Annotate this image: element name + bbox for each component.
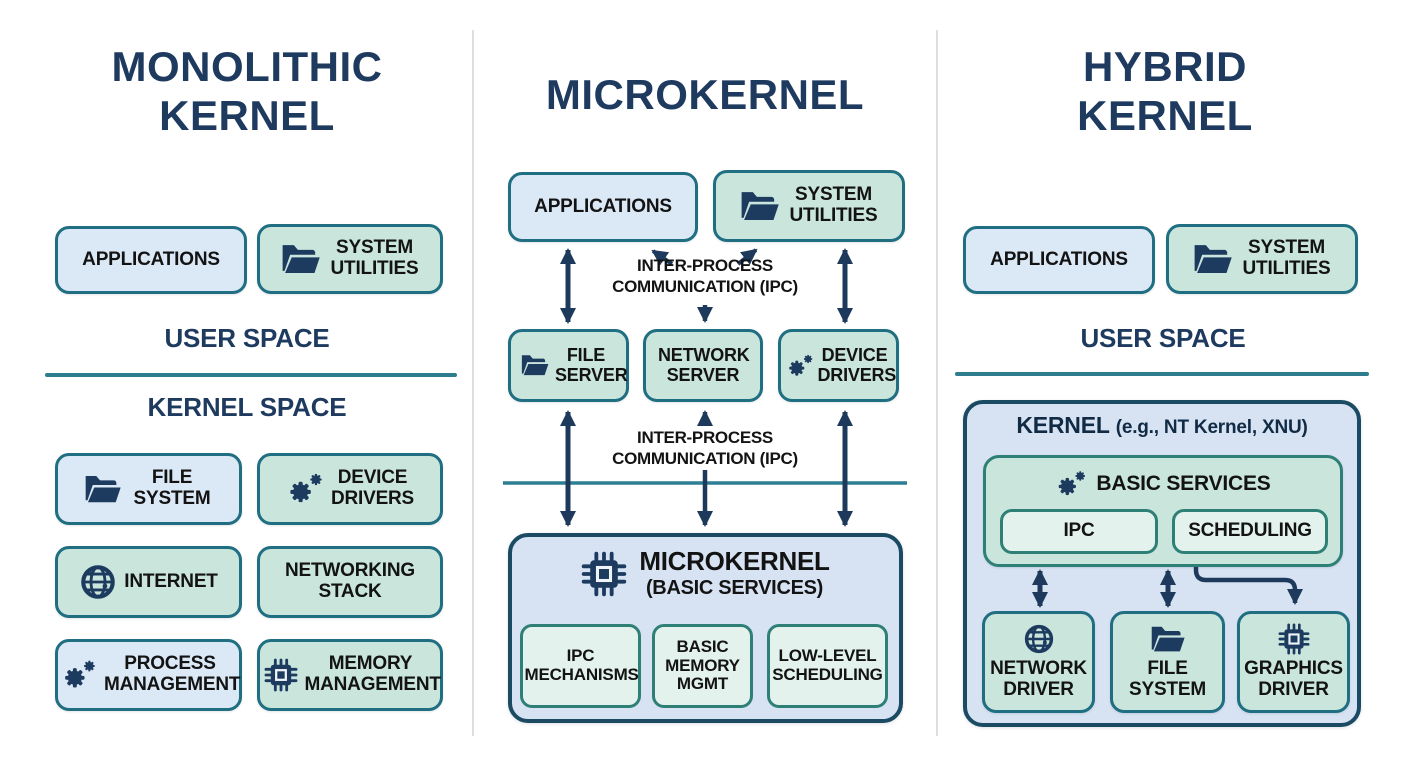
microkernel-panel-subtitle: (BASIC SERVICES) [645,576,824,599]
folder-icon [1192,242,1234,277]
chip-icon [264,658,298,692]
low-level-scheduling-label: LOW-LEVEL SCHEDULING [772,646,883,684]
folder-icon [1149,624,1187,655]
hybrid-kernel-title: KERNEL [1016,412,1110,438]
hybrid-kernel-title-note: (e.g., NT Kernel, XNU) [1115,417,1308,438]
micro-file-server-box: FILE SERVER [508,329,629,402]
column-divider-1 [472,30,474,736]
file-server-label: FILE SERVER [555,344,628,385]
microkernel-panel-title: MICROKERNEL [639,546,830,577]
folder-icon [739,189,781,224]
folder-icon [83,473,123,506]
hybrid-system-utilities-box: SYSTEM UTILITIES [1166,224,1358,294]
hybrid-ipc-label: IPC [1063,520,1095,542]
device-drivers-label: DEVICE DRIVERS [817,344,897,385]
applications-label: APPLICATIONS [534,195,672,217]
basic-memory-mgmt-label: BASIC MEMORY MGMT [665,636,740,694]
hybrid-applications-box: APPLICATIONS [963,226,1155,294]
hybrid-file-system-box: FILE SYSTEM [1110,611,1225,713]
applications-label: APPLICATIONS [82,248,220,270]
chip-icon [581,551,627,597]
device-drivers-label: DEVICE DRIVERS [330,467,415,509]
ipc-line-2: COMMUNICATION (IPC) [612,277,798,297]
ipc-line-1: INTER-PROCESS [637,256,773,275]
mono-memory-management-box: MEMORY MANAGEMENT [257,639,443,711]
graphics-driver-box: GRAPHICS DRIVER [1237,611,1350,713]
mono-file-system-box: FILE SYSTEM [55,453,242,525]
hybrid-arrows [1032,567,1303,608]
microkernel-title: MICROKERNEL [545,71,865,118]
hybrid-ipc-box: IPC [1000,509,1158,554]
network-server-label: NETWORK SERVER [658,344,750,385]
gears-icon [286,470,324,508]
folder-icon [280,242,322,277]
hybrid-kernel-heading: KERNEL(e.g., NT Kernel, XNU) [963,412,1361,439]
hybrid-scheduling-label: SCHEDULING [1188,520,1312,542]
mono-networking-stack-box: NETWORKING STACK [257,546,443,618]
mono-process-management-box: PROCESS MANAGEMENT [55,639,242,711]
globe-icon [1023,623,1055,655]
mono-system-utilities-box: SYSTEM UTILITIES [257,224,443,294]
gears-icon [61,657,97,693]
low-level-scheduling-box: LOW-LEVEL SCHEDULING [767,624,888,708]
microkernel-panel-header: MICROKERNEL (BASIC SERVICES) [508,541,903,607]
ipc-line-1: INTER-PROCESS [637,428,773,447]
basic-services-label: BASIC SERVICES [1096,472,1271,495]
micro-ipc-bottom-arrows [503,410,907,527]
process-management-label: PROCESS MANAGEMENT [104,653,241,695]
column-divider-2 [936,30,938,736]
ipc-line-2: COMMUNICATION (IPC) [612,449,798,469]
basic-memory-mgmt-box: BASIC MEMORY MGMT [652,624,753,708]
networking-stack-label: NETWORKING STACK [285,560,415,602]
micro-applications-box: APPLICATIONS [508,172,698,242]
system-utilities-label: SYSTEM UTILITIES [1242,237,1331,279]
micro-device-drivers-box: DEVICE DRIVERS [778,329,899,402]
system-utilities-label: SYSTEM UTILITIES [330,237,419,279]
hybrid-title: HYBRID KERNEL [1077,43,1253,140]
mono-space-divider [45,373,457,377]
graphics-driver-label: GRAPHICS DRIVER [1244,658,1343,700]
internet-label: INTERNET [124,570,218,592]
hybrid-scheduling-box: SCHEDULING [1172,509,1328,554]
monolithic-title: MONOLITHIC KERNEL [111,43,383,140]
gears-icon [786,352,814,380]
ipc-mechanisms-label: IPC MECHANISMS [524,646,639,684]
mono-device-drivers-box: DEVICE DRIVERS [257,453,443,525]
hybrid-user-space-label: USER SPACE [1080,323,1246,353]
hybrid-space-divider [955,372,1369,376]
micro-ipc-top-arrows [560,248,853,324]
file-system-label: FILE SYSTEM [133,467,211,509]
micro-network-server-box: NETWORK SERVER [643,329,763,402]
globe-icon [79,563,117,601]
basic-services-header: BASIC SERVICES [983,463,1343,505]
mono-internet-box: INTERNET [55,546,242,618]
micro-ipc-label-top: INTER-PROCESS COMMUNICATION (IPC) [580,255,830,298]
system-utilities-label: SYSTEM UTILITIES [789,184,878,226]
ipc-mechanisms-box: IPC MECHANISMS [520,624,641,708]
micro-ipc-label-bottom: INTER-PROCESS COMMUNICATION (IPC) [580,427,830,470]
memory-management-label: MEMORY MANAGEMENT [304,653,441,695]
micro-system-utilities-box: SYSTEM UTILITIES [713,170,905,242]
mono-user-space-label: USER SPACE [164,323,330,353]
chip-icon [1278,623,1310,655]
folder-icon [520,353,550,378]
gears-icon [1055,468,1087,500]
applications-label: APPLICATIONS [990,248,1128,270]
network-driver-label: NETWORK DRIVER [990,658,1087,700]
network-driver-box: NETWORK DRIVER [982,611,1095,713]
file-system-label: FILE SYSTEM [1129,657,1206,700]
mono-kernel-space-label: KERNEL SPACE [147,392,347,422]
mono-applications-box: APPLICATIONS [55,226,247,294]
